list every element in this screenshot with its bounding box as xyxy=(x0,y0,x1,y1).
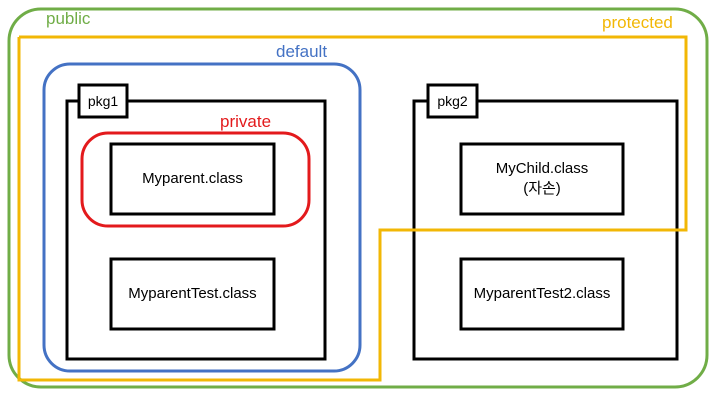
protected-label: protected xyxy=(602,13,673,32)
pkg2-tab xyxy=(426,83,479,119)
pkg1-label: pkg1 xyxy=(87,92,119,109)
myparent-class-label: Myparent.class xyxy=(142,169,243,187)
myparent-class-box xyxy=(109,142,276,216)
mychild-class-box xyxy=(459,142,625,216)
private-scope-boundary xyxy=(80,131,311,228)
private-label: private xyxy=(220,112,272,131)
myparenttest2-class-box xyxy=(459,257,625,331)
myparenttest2-class-label: MyparentTest2.class xyxy=(473,284,611,302)
default-scope-boundary xyxy=(42,62,362,373)
mychild-class-label: MyChild.class (자손) xyxy=(461,144,623,214)
protected-scope-boundary-overlay xyxy=(378,37,688,380)
myparenttest-class-label: MyparentTest.class xyxy=(128,284,257,302)
default-label: default xyxy=(276,42,328,61)
myparenttest-class-box xyxy=(109,257,276,331)
pkg2-label: pkg2 xyxy=(437,92,468,109)
mychild-class-note: (자손) xyxy=(523,180,561,197)
pkg1-tab xyxy=(77,83,129,119)
public-label: public xyxy=(46,9,91,28)
mychild-class-name: MyChild.class xyxy=(495,159,589,177)
public-scope-boundary xyxy=(7,7,709,389)
